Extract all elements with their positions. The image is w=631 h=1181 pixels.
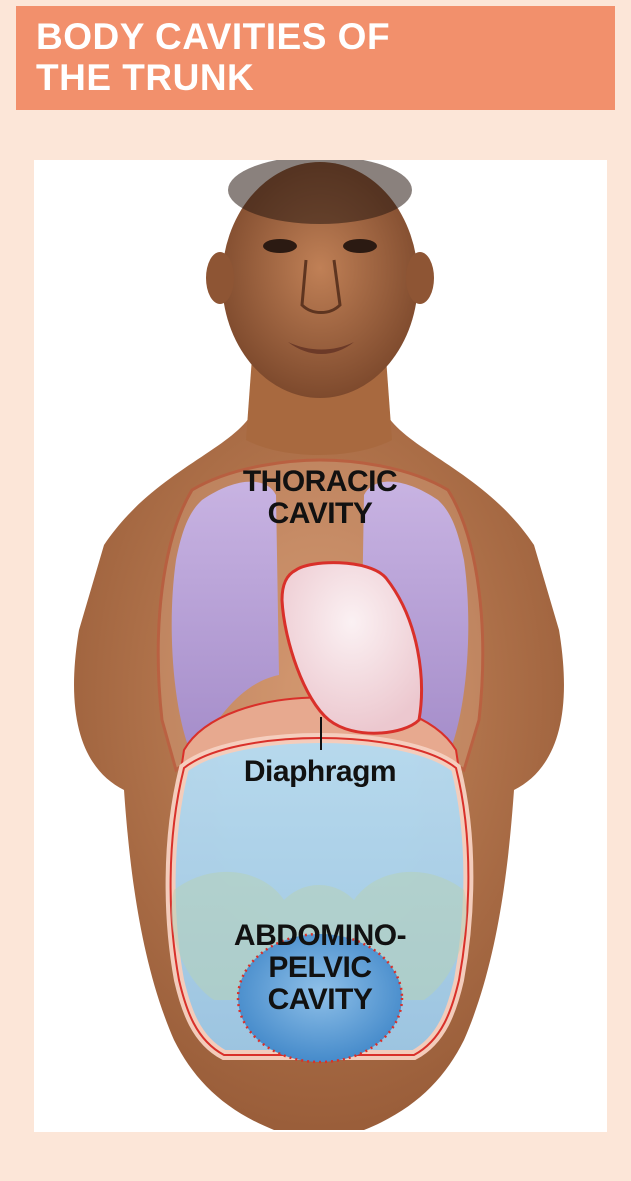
left-eye [263,239,297,253]
abdominopelvic-cavity-label: ABDOMINO- PELVIC CAVITY [202,920,438,1016]
page-title: BODY CAVITIES OF THE TRUNK [36,16,390,98]
left-ear [206,252,234,304]
illustration-panel: THORACIC CAVITY Diaphragm ABDOMINO- PELV… [34,160,607,1132]
diaphragm-label: Diaphragm [217,756,423,788]
thoracic-cavity-label: THORACIC CAVITY [227,466,413,530]
right-eye [343,239,377,253]
right-ear [406,252,434,304]
title-banner: BODY CAVITIES OF THE TRUNK [16,6,615,110]
